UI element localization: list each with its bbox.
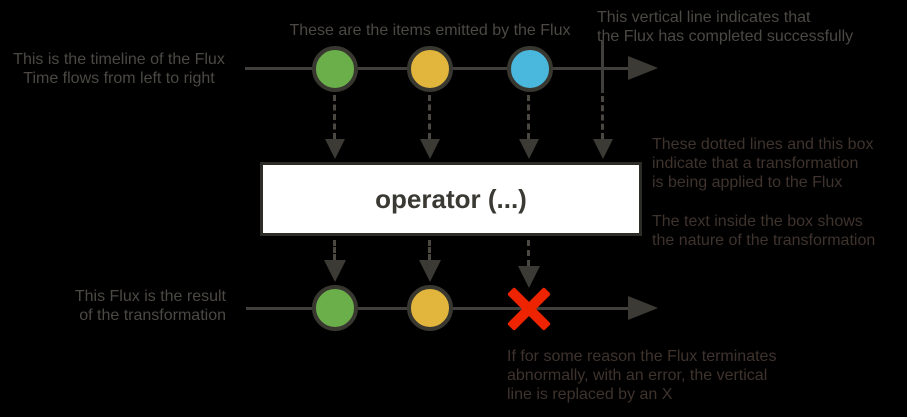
result-timeline-arrowhead-icon [628,296,658,320]
annotation-line: is being applied to the Flux [652,174,843,191]
annotation-line: line is replaced by an X [507,386,673,403]
annotation-items-emitted: These are the items emitted by the Flux [280,21,580,40]
down-arrowhead-icon [519,139,539,159]
dotted-line [601,96,604,139]
dotted-line [527,95,530,139]
annotation-complete-line: This vertical line indicates that the Fl… [597,8,877,46]
dotted-line [527,240,530,266]
annotation-line: These dotted lines and this box [652,136,874,153]
annotation-box-text: The text inside the box shows the nature… [652,212,902,250]
error-x-icon [507,287,551,331]
annotation-line: These are the items emitted by the Flux [289,22,571,39]
source-marble-green-icon [312,46,358,92]
annotation-line: indicate that a transformation [652,155,859,172]
source-timeline-arrowhead-icon [628,56,658,80]
annotation-line: This is the timeline of the Flux [13,51,225,68]
annotation-line: This Flux is the result [74,288,226,305]
down-arrowhead-icon [325,139,345,159]
down-arrowhead-icon [420,139,440,159]
annotation-line: of the transformation [79,307,226,324]
annotation-line: Time flows from left to right [23,70,215,87]
annotation-timeline: This is the timeline of the Flux Time fl… [8,50,230,88]
annotation-line: the nature of the transformation [652,232,876,249]
down-arrowhead-icon [419,260,441,282]
complete-line [601,40,604,93]
dotted-line [333,95,336,139]
dotted-line [428,95,431,139]
dotted-line [428,240,431,260]
annotation-line: If for some reason the Flux terminates [507,348,777,365]
annotation-transformation: These dotted lines and this box indicate… [652,135,902,192]
down-arrowhead-icon [324,260,346,282]
dotted-line [333,240,336,260]
operator-box: operator (...) [260,162,642,236]
result-marble-yellow-icon [407,285,453,331]
annotation-result-flux: This Flux is the result of the transform… [20,287,226,325]
result-marble-green-icon [312,285,358,331]
annotation-line: abnormally, with an error, the vertical [507,367,768,384]
source-marble-blue-icon [507,46,553,92]
annotation-error: If for some reason the Flux terminates a… [507,347,797,404]
source-marble-yellow-icon [407,46,453,92]
annotation-line: This vertical line indicates that [597,9,811,26]
down-arrowhead-icon [593,139,613,159]
down-arrowhead-icon [518,266,540,288]
operator-label: operator (...) [375,183,527,214]
annotation-line: The text inside the box shows [652,213,863,230]
annotation-line: the Flux has completed successfully [597,28,854,45]
